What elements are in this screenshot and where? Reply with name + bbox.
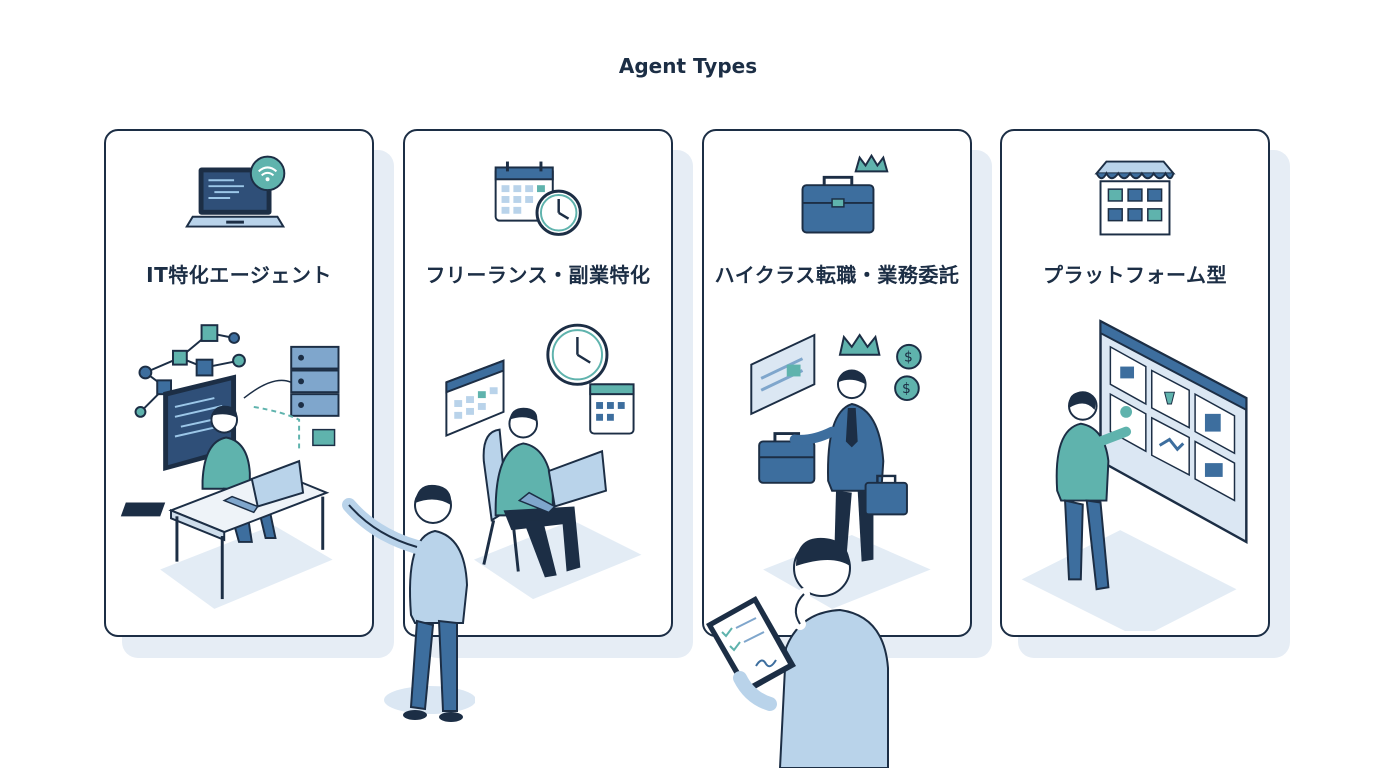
freelancer-with-laptop-illustration xyxy=(445,323,642,600)
card-label: フリーランス・副業特化 xyxy=(425,263,651,287)
card-label: ハイクラス転職・業務委託 xyxy=(714,263,960,287)
svg-text:$: $ xyxy=(902,381,911,397)
page-title: Agent Types xyxy=(618,54,758,78)
developer-at-desk-illustration xyxy=(120,324,340,609)
agent-card-freelance[interactable]: フリーランス・副業特化 xyxy=(403,129,673,637)
server-stack-icon xyxy=(290,345,340,417)
card-label: IT特化エージェント xyxy=(146,263,332,287)
person-with-tablet-figure xyxy=(706,537,889,768)
laptop-wifi-icon xyxy=(185,155,286,228)
calendar-clock-icon xyxy=(494,161,582,236)
platform-browsing-illustration xyxy=(1021,319,1248,631)
storefront-grid-icon xyxy=(1094,160,1176,236)
svg-text:$: $ xyxy=(904,350,913,366)
pointing-person-figure xyxy=(342,484,475,722)
agent-card-platform[interactable]: プラットフォーム型 xyxy=(1000,129,1270,637)
agent-card-it[interactable]: IT特化エージェント xyxy=(104,129,374,637)
card-label: プラットフォーム型 xyxy=(1043,263,1227,287)
briefcase-crown-icon xyxy=(801,153,889,234)
network-nodes-icon xyxy=(134,324,246,418)
